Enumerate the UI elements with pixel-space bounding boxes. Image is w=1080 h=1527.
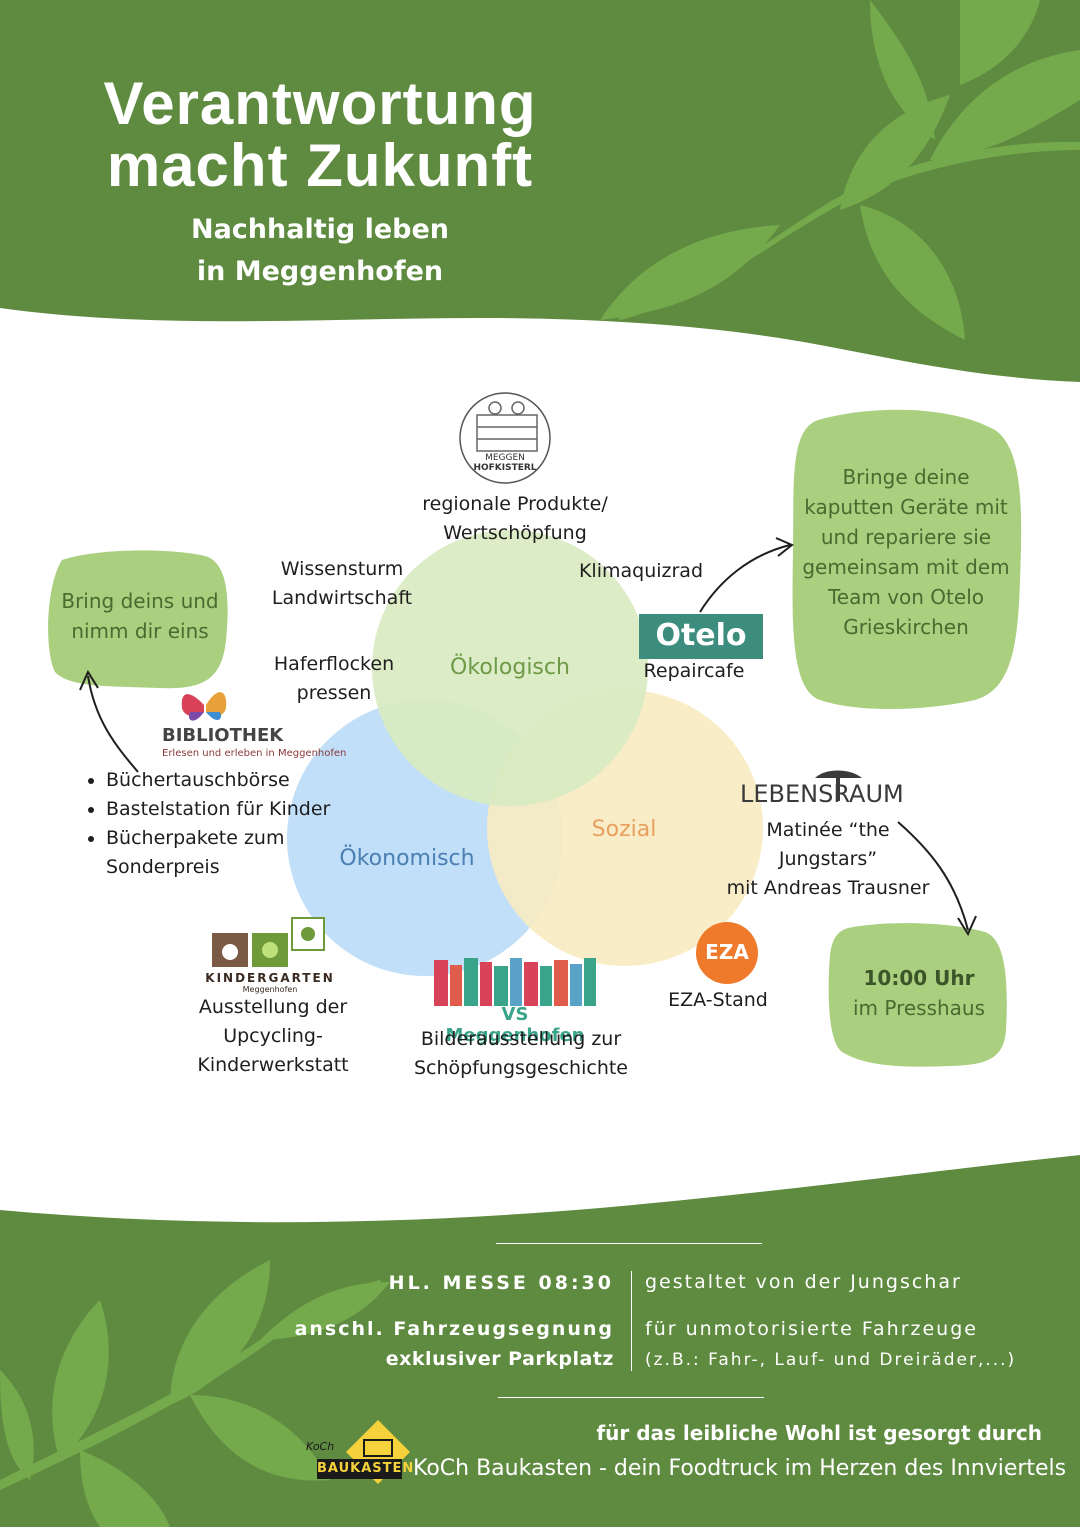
blob-time-text: 10:00 Uhr im Presshaus (852, 966, 986, 1020)
bibliothek-tagline: Erlesen und erleben in Meggenhofen (162, 748, 347, 759)
klimaquizrad-label: Klimaquizrad (578, 560, 704, 582)
blob-bring-deins (48, 550, 228, 689)
otelo-logo-bg (639, 614, 763, 659)
leaf-branch-top-icon (600, 0, 1080, 340)
list-item: Bastelstation für Kinder (106, 795, 336, 824)
page-title-line1: Verantwortung (103, 70, 537, 137)
wissensturm-label: Wissensturm Landwirtschaft (271, 558, 413, 609)
matinee-label: Matinée “the Jungstars” mit Andreas Trau… (726, 819, 930, 899)
label-sozial: Sozial (591, 817, 657, 842)
header-wave (0, 0, 1080, 382)
footer-segnung-desc2: (z.B.: Fahr-, Lauf- und Dreiräder,...) (645, 1350, 1017, 1370)
subtitle-line2: in Meggenhofen (196, 256, 444, 287)
list-item: Büchertauschbörse (106, 766, 336, 795)
hofkisterl-logo-text: MEGGEN HOFKISTERL (473, 453, 537, 473)
kindergarten-label: Ausstellung der Upcycling- Kinderwerksta… (197, 996, 349, 1076)
butterfly-icon (181, 692, 227, 721)
koch-logo-text: BAUKASTEN (317, 1461, 415, 1476)
lebensraum-mushroom-icon (815, 770, 862, 801)
footer-parkplatz: exklusiver Parkplatz (385, 1348, 614, 1370)
vs-label: Bilderausstellung zur Schöpfungsgeschich… (413, 1028, 628, 1079)
blob-time (828, 923, 1007, 1067)
footer-vertical-divider (631, 1271, 632, 1371)
eza-stand-label: EZA-Stand (668, 989, 768, 1011)
arrow-to-bring-blob (87, 675, 139, 773)
list-item: Bücherpakete zum Sonderpreis (106, 824, 336, 882)
leaf-branch-bottom-icon (0, 1260, 390, 1527)
regionale-produkte-label: regionale Produkte/ Wertschöpfung (422, 493, 608, 544)
hofkisterl-logo-icon (459, 392, 551, 484)
repaircafe-label: Repaircafe (643, 660, 745, 682)
haferflocken-label: Haferflocken pressen (273, 653, 395, 704)
footer-segnung-desc: für unmotorisierte Fahrzeuge (645, 1318, 978, 1340)
blob-bring-text: Bring deins und nimm dir eins (61, 589, 219, 643)
eza-logo-circle (696, 922, 758, 984)
label-oekologisch: Ökologisch (450, 655, 570, 680)
footer-divider-top (496, 1243, 762, 1244)
bibliothek-list: Büchertauschbörse Bastelstation für Kind… (84, 766, 336, 882)
vs-logo: VS Meggenhofen (445, 1004, 585, 1046)
bibliothek-logo: BIBLIOTHEK (162, 725, 284, 746)
eza-logo: EZA (705, 940, 749, 964)
vs-books-icon (434, 958, 596, 1006)
lebensraum-logo: LEBENSRAUM (740, 780, 904, 808)
footer-wohl: für das leibliche Wohl ist gesorgt durch (596, 1421, 1042, 1445)
circle-oekologisch (372, 530, 648, 806)
page-title-line2: macht Zukunft (106, 132, 534, 199)
blob-repair-text: Bringe deine kaputten Geräte mit und rep… (802, 465, 1010, 639)
koch-baukasten-logo-icon (317, 1420, 410, 1484)
subtitle-line1: Nachhaltig leben (190, 214, 450, 245)
label-oekonomisch: Ökonomisch (339, 846, 475, 871)
kindergarten-logo-icon (212, 917, 325, 967)
footer-messe-desc: gestaltet von der Jungschar (645, 1271, 962, 1293)
koch-logo-top: KoCh (306, 1440, 335, 1453)
footer-messe: HL. MESSE 08:30 (388, 1272, 614, 1294)
arrow-to-time-blob (897, 821, 969, 931)
footer-koch-desc: KoCh Baukasten - dein Foodtruck im Herze… (413, 1456, 1067, 1481)
kindergarten-logo: KINDERGARTEN Meggenhofen (205, 971, 335, 994)
arrow-to-repair-blob (699, 544, 791, 613)
otelo-logo: Otelo (655, 618, 747, 653)
footer-divider-bottom (498, 1397, 764, 1398)
blob-repair (792, 409, 1022, 709)
footer-segnung: anschl. Fahrzeugsegnung (294, 1318, 614, 1340)
